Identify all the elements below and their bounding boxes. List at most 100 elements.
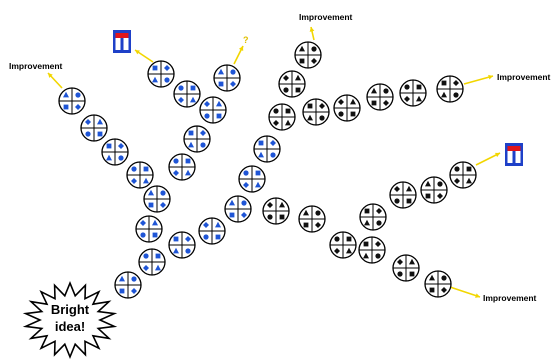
- idea-node: [139, 249, 165, 275]
- node-mark: [98, 132, 103, 137]
- node-mark: [143, 253, 148, 258]
- idea-node: [299, 206, 325, 232]
- idea-node: [425, 271, 451, 297]
- idea-node: [330, 232, 356, 258]
- node-mark: [410, 272, 415, 277]
- idea-node: [360, 204, 386, 230]
- idea-node: [148, 61, 174, 87]
- question-mark: ?: [243, 35, 249, 45]
- node-mark: [300, 59, 305, 64]
- idea-node: [359, 237, 385, 263]
- idea-node: [450, 162, 476, 188]
- idea-node: [269, 104, 295, 130]
- idea-node: [367, 84, 393, 110]
- node-mark: [153, 233, 158, 238]
- node-mark: [153, 66, 158, 71]
- node-mark: [283, 87, 288, 92]
- improvement-label-top: Improvement: [299, 12, 353, 22]
- node-mark: [308, 104, 313, 109]
- idea-node: [115, 272, 141, 298]
- node-mark: [304, 223, 309, 228]
- improvement-label-right: Improvement: [497, 72, 551, 82]
- node-mark: [430, 288, 435, 293]
- arrow-icon: [48, 73, 62, 88]
- node-mark: [270, 152, 275, 157]
- node-mark: [259, 141, 264, 146]
- node-mark: [200, 142, 205, 147]
- node-mark: [319, 115, 324, 120]
- node-mark: [217, 114, 222, 119]
- idea-node: [279, 71, 305, 97]
- idea-node: [421, 177, 447, 203]
- node-mark: [75, 92, 80, 97]
- node-mark: [156, 254, 161, 259]
- node-mark: [243, 170, 248, 175]
- idea-node: [225, 196, 251, 222]
- idea-node: [200, 97, 226, 123]
- idea-node: [295, 42, 321, 68]
- node-mark: [164, 77, 169, 82]
- idea-node: [169, 154, 195, 180]
- node-mark: [417, 85, 422, 90]
- node-mark: [118, 155, 123, 160]
- node-mark: [437, 181, 442, 186]
- node-mark: [186, 159, 191, 164]
- node-mark: [219, 82, 224, 87]
- burst-line-2: idea!: [55, 319, 85, 334]
- node-mark: [191, 86, 196, 91]
- arrow-icon: [450, 287, 480, 298]
- node-mark: [273, 108, 278, 113]
- node-mark: [178, 85, 183, 90]
- arrow-icon: [464, 75, 493, 84]
- node-mark: [173, 158, 178, 163]
- arrow-icon: [476, 153, 500, 165]
- idea-node: [174, 81, 200, 107]
- idea-node: [136, 216, 162, 242]
- arrow-icon: [135, 50, 153, 62]
- node-mark: [311, 46, 316, 51]
- idea-node: [81, 115, 107, 141]
- idea-node: [263, 198, 289, 224]
- node-mark: [85, 131, 90, 136]
- node-mark: [140, 232, 145, 237]
- node-mark: [160, 190, 165, 195]
- node-mark: [338, 111, 343, 116]
- node-mark: [120, 289, 125, 294]
- node-mark: [383, 88, 388, 93]
- idea-node: [102, 139, 128, 165]
- node-mark: [131, 276, 136, 281]
- node-mark: [230, 213, 235, 218]
- idea-nodes: [59, 42, 476, 298]
- node-mark: [351, 112, 356, 117]
- idea-node: [334, 95, 360, 121]
- node-mark: [365, 209, 370, 214]
- idea-node: [400, 80, 426, 106]
- burst-line-1: Bright: [51, 302, 90, 317]
- node-mark: [267, 214, 272, 219]
- node-mark: [315, 210, 320, 215]
- node-mark: [286, 109, 291, 114]
- idea-node: [437, 76, 463, 102]
- node-mark: [442, 81, 447, 86]
- idea-node: [214, 65, 240, 91]
- idea-node: [390, 182, 416, 208]
- node-mark: [376, 220, 381, 225]
- node-mark: [454, 166, 459, 171]
- node-mark: [426, 194, 431, 199]
- arrow-icon: [310, 27, 315, 40]
- node-mark: [467, 167, 472, 172]
- dead-end-sign-right: [505, 143, 523, 166]
- node-mark: [364, 242, 369, 247]
- node-mark: [216, 235, 221, 240]
- node-mark: [185, 248, 190, 253]
- idea-node: [59, 88, 85, 114]
- idea-node: [127, 162, 153, 188]
- node-mark: [149, 203, 154, 208]
- node-mark: [280, 215, 285, 220]
- node-mark: [453, 92, 458, 97]
- idea-node: [199, 218, 225, 244]
- node-mark: [394, 198, 399, 203]
- improvement-label-left: Improvement: [9, 61, 63, 71]
- node-mark: [347, 237, 352, 242]
- bright-idea-starburst: Bright idea!: [26, 283, 115, 357]
